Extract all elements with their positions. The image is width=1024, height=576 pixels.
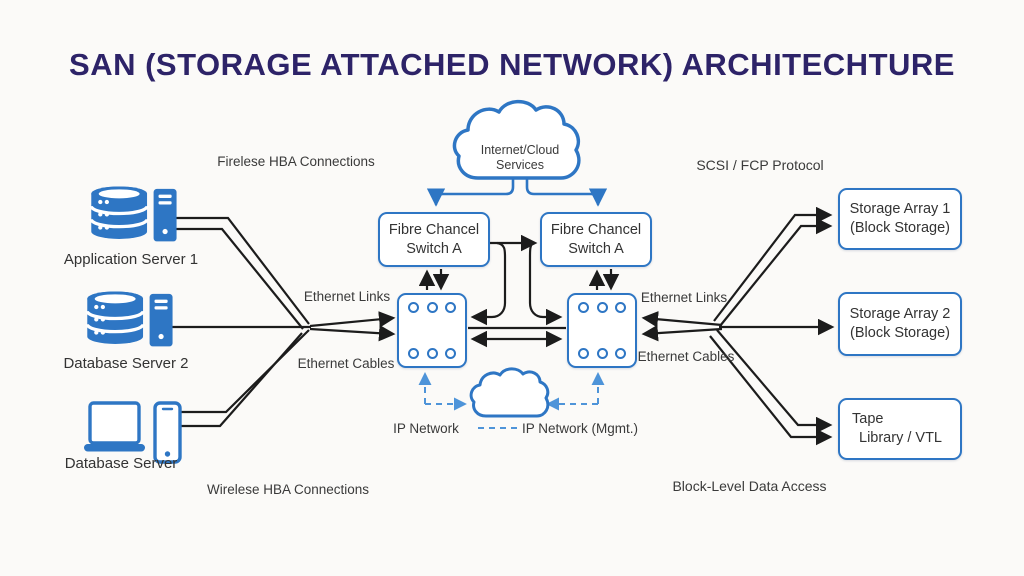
fc-switch-left: Fibre Chancel Switch A [378,212,490,267]
storage-array-1: Storage Array 1 (Block Storage) [838,188,962,250]
label-ip-network: IP Network [393,421,459,436]
switch-port-icon [408,302,419,313]
database-server-icon [85,289,175,349]
label-database-server: Database Server [64,455,178,472]
switch-port-icon [426,348,438,359]
inter-switch-links [418,234,620,348]
label-ip-network-mgmt: IP Network (Mgmt.) [522,421,639,436]
switch-port-icon [578,302,589,313]
label-ethernet-links-left: Ethernet Links [303,289,391,304]
switch-port-icon [578,348,589,359]
internet-cloud-icon [452,99,581,180]
switch-port-icon [596,348,608,359]
label-wireless-hba: Wirelese HBA Connections [206,482,370,497]
laptop-phone-icon [82,401,182,464]
switch-port-icon [445,348,456,359]
label-scsi-fcp-protocol: SCSI / FCP Protocol [696,157,824,173]
internet-cloud-label: Internet/Cloud Services [480,143,560,172]
san-switch-right [567,293,637,368]
san-switch-left [397,293,467,368]
fc-switch-right: Fibre Chancel Switch A [540,212,652,267]
cloud-downlinks [426,176,608,207]
database-server-icon [89,184,179,244]
storage-array-2: Storage Array 2 (Block Storage) [838,292,962,356]
ip-network-cloud-icon [469,367,550,418]
switch-port-icon [408,348,419,359]
label-application-server-1: Application Server 1 [63,251,199,268]
page-title: SAN (STORAGE ATTACHED NETWORK) ARCHITECH… [69,47,955,82]
label-fireless-hba: Firelese HBA Connections [217,154,375,169]
label-block-level-data-access: Block-Level Data Access [672,478,827,494]
label-ethernet-links-right: Ethernet Links [640,290,728,305]
tape-library-vtl: Tape Library / VTL [838,398,962,460]
switch-port-icon [615,302,626,313]
switch-port-icon [596,302,608,313]
label-ethernet-cables-right: Ethernet Cables [637,349,735,364]
label-ethernet-cables-left: Ethernet Cables [297,356,395,371]
switch-port-icon [615,348,626,359]
ip-mgmt-links [418,372,605,429]
scsi-cables-right [641,206,835,446]
label-database-server-2: Database Server 2 [63,355,189,372]
hba-cables-left [166,216,396,428]
switch-port-icon [426,302,438,313]
switch-port-icon [445,302,456,313]
